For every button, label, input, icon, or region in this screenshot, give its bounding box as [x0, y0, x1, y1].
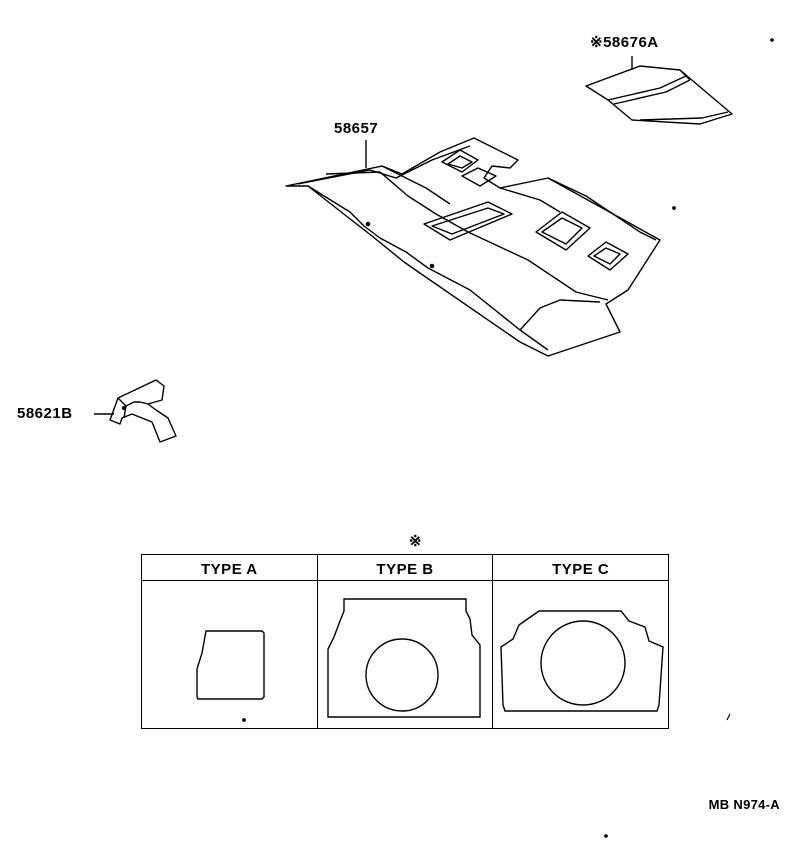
- type-label-c: TYPE C: [493, 555, 669, 581]
- type-b-shape: [326, 598, 481, 718]
- type-cell-b: TYPE B: [317, 555, 494, 728]
- part-label-58676a: ※58676A: [590, 34, 659, 51]
- part-58657-drawing: [285, 137, 676, 357]
- part-label-58657: 58657: [334, 120, 379, 137]
- part-58621b-drawing: [94, 379, 177, 443]
- type-label-b: TYPE B: [317, 555, 493, 581]
- type-note-mark: ※: [409, 533, 422, 550]
- type-c-shape: [500, 610, 665, 712]
- part-58676a-drawing: [585, 56, 733, 125]
- type-cell-a: TYPE A: [142, 555, 318, 728]
- part-label-58621b: 58621B: [17, 405, 73, 422]
- type-label-a: TYPE A: [142, 555, 317, 581]
- type-cell-c: TYPE C: [493, 555, 669, 728]
- type-table: TYPE A TYPE B TYPE C: [141, 554, 669, 729]
- type-a-shape: [196, 630, 265, 700]
- figure-reference: MB N974-A: [708, 797, 780, 812]
